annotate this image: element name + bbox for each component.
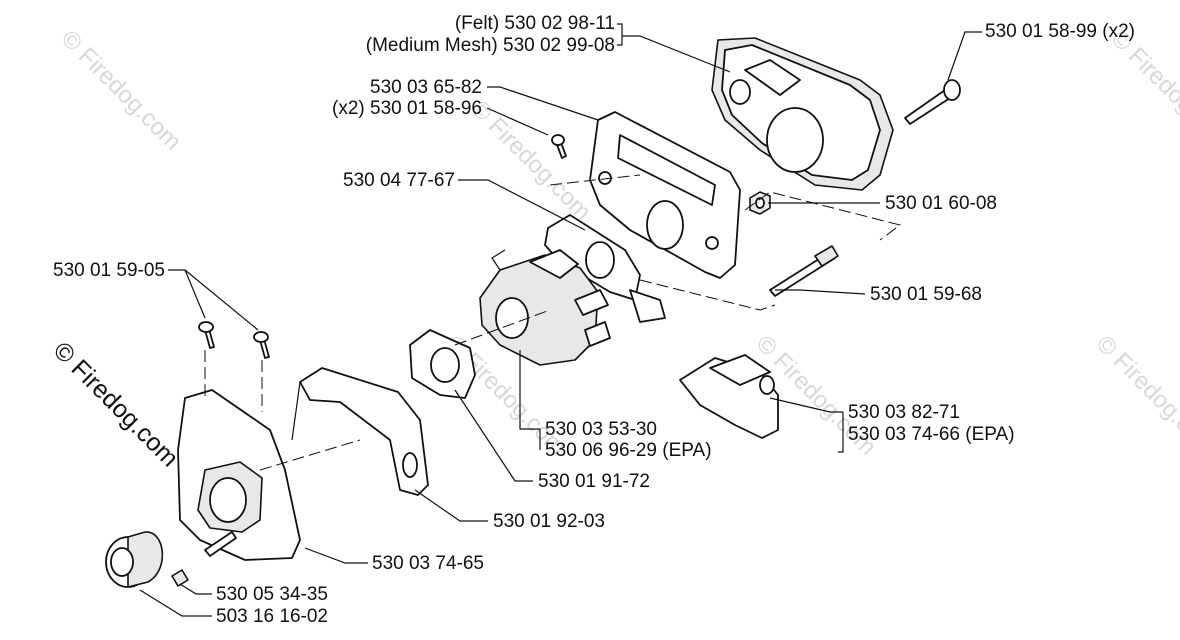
label-gasket-carb: 530 01 91-72	[538, 471, 650, 492]
label-intake-housing: 530 03 74-65	[372, 553, 484, 574]
label-screw-x2-top: 530 01 58-99 (x2)	[985, 21, 1135, 42]
watermark-faint: © Firedog.com	[56, 25, 187, 156]
label-gasket-holder: 530 04 77-67	[343, 170, 455, 191]
stud	[769, 245, 839, 297]
watermark-faint: © Firedog.com	[1106, 25, 1180, 156]
watermark-faint: © Firedog.com	[466, 95, 597, 226]
label-sleeve: 530 05 34-35	[216, 584, 328, 605]
screw-long-top	[904, 79, 961, 125]
intake-housing	[177, 389, 301, 561]
label-stud: 530 01 59-68	[870, 284, 982, 305]
label-medium-mesh: (Medium Mesh) 530 02 99-08	[366, 35, 615, 56]
label-bushing: 503 16 16-02	[216, 606, 328, 627]
label-air-filter-holder: 530 03 65-82	[370, 77, 482, 98]
gasket-carb	[409, 329, 476, 399]
nut	[749, 191, 771, 215]
label-carburetor-epa: 530 06 96-29 (EPA)	[545, 440, 712, 461]
label-carburetor: 530 03 53-30	[545, 419, 657, 440]
air-filter-cover	[711, 37, 894, 191]
screws-intake	[198, 321, 270, 359]
carburetor	[479, 249, 611, 366]
bracket	[291, 367, 429, 496]
leader-lines	[139, 23, 982, 617]
air-filter-holder	[589, 111, 741, 279]
sleeve	[171, 569, 189, 587]
part-labels: (Felt) 530 02 98-11 (Medium Mesh) 530 02…	[53, 13, 1135, 627]
label-choke-epa: 530 03 74-66 (EPA)	[848, 424, 1015, 445]
label-bracket: 530 01 92-03	[493, 511, 605, 532]
choke	[679, 354, 779, 439]
gasket-holder	[544, 214, 666, 323]
watermark-faint: © Firedog.com	[1091, 330, 1180, 461]
alignment-lines	[204, 174, 902, 471]
label-screw-x2-holder: (x2) 530 01 58-96	[332, 98, 482, 119]
bushing	[105, 531, 164, 588]
label-nut: 530 01 60-08	[885, 193, 997, 214]
label-felt: (Felt) 530 02 98-11	[455, 13, 615, 34]
watermark-main: © Firedog.com	[48, 336, 184, 472]
screw-holder	[551, 134, 567, 159]
label-choke: 530 03 82-71	[848, 402, 960, 423]
label-screws-intake: 530 01 59-05	[53, 260, 165, 281]
